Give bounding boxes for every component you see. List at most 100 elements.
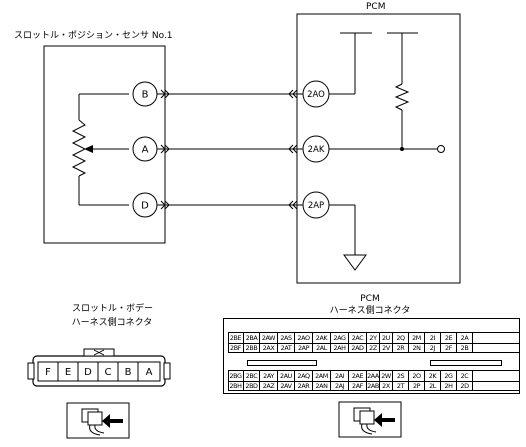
pcm-connector-pin: 2BG [228, 371, 244, 381]
left-pin-f: F [45, 367, 51, 378]
pcm-connector-pin: 2AG [331, 333, 349, 343]
sensor-pin-d-label: D [141, 201, 149, 212]
pcm-connector-pin: 2E [441, 333, 457, 343]
pcm-connector-pin: 2X [380, 380, 393, 391]
pcm-connector-pin: 2BD [244, 380, 260, 391]
pcm-connector-pin: 2AS [278, 333, 295, 343]
pcm-connector-pin: 2Q [393, 333, 409, 343]
pcm-connector-pin: 2AK [313, 333, 331, 343]
right-connector-title-2: ハーネス側コネクタ [329, 306, 411, 316]
pcm-connector-pin: 2AP [295, 342, 313, 353]
pcm-connector-pin: 2AF [349, 380, 367, 391]
pcm-connector-pin: 2AB [367, 380, 380, 391]
pcm-pin-2ap-label: 2AP [308, 201, 324, 211]
left-pin-b: B [125, 367, 132, 378]
pcm-connector-pin: 2B [457, 342, 473, 353]
pcm-connector-pin: 2AU [278, 371, 295, 381]
left-pin-d: D [84, 367, 92, 378]
pcm-connector-pin: 2S [393, 371, 409, 381]
pcm-connector-pin: 2J [425, 342, 441, 353]
pcm-connector-pin: 2C [457, 371, 473, 381]
pcm-connector-pin: 2AD [349, 342, 367, 353]
pcm-connector-pin: 2AQ [295, 371, 313, 381]
pcm-connector-pin: 2AR [295, 380, 313, 391]
pcm-connector-pin: 2AT [278, 342, 295, 353]
pcm-connector-pin: 2U [380, 333, 393, 343]
pcm-connector-pin: 2AW [260, 333, 278, 343]
plug-icon [66, 402, 130, 439]
pcm-connector-pin: 2AC [349, 333, 367, 343]
pcm-connector-pin: 2AA [367, 371, 380, 381]
pcm-connector-key-right [430, 360, 502, 366]
pcm-connector-pin: 2BH [228, 380, 244, 391]
pcm-internal-circuit [329, 32, 437, 271]
pcm-connector-pin: 2BA [244, 333, 260, 343]
sensor-box [43, 45, 166, 244]
sensor-pin-b-label: B [142, 90, 149, 101]
left-pin-a: A [146, 367, 153, 378]
pcm-connector-lower-block [228, 370, 520, 391]
right-connector-title-1: PCM [360, 294, 380, 304]
pcm-connector-pin: 2AX [260, 342, 278, 353]
left-pin-e: E [65, 367, 71, 378]
pcm-connector-pin: 2P [409, 380, 425, 391]
pcm-connector-pin: 2AY [260, 371, 278, 381]
pcm-connector-pin: 2Y [367, 333, 380, 343]
pcm-connector-pin: 2BE [228, 333, 244, 343]
pcm-pin-2ao-label: 2AO [307, 90, 325, 100]
pcm-connector-key-left [247, 360, 317, 366]
pcm-connector-pin: 2K [425, 371, 441, 381]
pcm-connector-pin: 2BC [244, 371, 260, 381]
pcm-connector-pin: 2W [380, 371, 393, 381]
pcm-connector-pin: 2T [393, 380, 409, 391]
pcm-connector-pin: 2BF [228, 342, 244, 353]
left-connector-title-1: スロットル・ボデー [72, 304, 154, 314]
wiper-arrow [84, 145, 93, 153]
pcm-connector-pin: 2V [380, 342, 393, 353]
junction-dot [400, 147, 404, 151]
pcm-connector-pin: 2AO [295, 333, 313, 343]
pcm-connector-pin: 2M [409, 333, 425, 343]
pcm-connector-pin: 2H [441, 380, 457, 391]
sensor-pin-a-label: A [142, 145, 149, 156]
pcm-connector-pin: 2I [425, 333, 441, 343]
connector-marks [160, 89, 298, 210]
pcm-connector-pin: 2R [393, 342, 409, 353]
sensor-title: スロットル・ポジション・センサ No.1 [14, 31, 173, 41]
pcm-connector-pin: 2A [457, 333, 473, 343]
pcm-connector-pin: 2AN [313, 380, 331, 391]
pcm-connector-pin: 2L [425, 380, 441, 391]
pcm-connector-pin: 2O [409, 371, 425, 381]
wires [157, 93, 303, 206]
pcm-connector-pin: 2AL [313, 342, 331, 353]
pcm-connector-pin: 2AI [331, 371, 349, 381]
pcm-connector-pin: 2Z [367, 342, 380, 353]
pcm-connector-pin: 2AV [278, 380, 295, 391]
pcm-connector-pin: 2BB [244, 342, 260, 353]
pcm-connector-pin: 2N [409, 342, 425, 353]
pcm-connector-pin: 2D [457, 380, 473, 391]
pcm-connector-pin: 2AJ [331, 380, 349, 391]
signal-terminal [437, 145, 445, 153]
pcm-connector-pin: 2F [441, 342, 457, 353]
pcm-connector-pin: 2G [441, 371, 457, 381]
plug-icon [338, 401, 402, 438]
pcm-connector-upper-block [228, 332, 520, 353]
pcm-connector-frame [223, 318, 520, 394]
left-pin-c: C [105, 367, 112, 378]
pcm-connector-pin: 2AM [313, 371, 331, 381]
left-connector-title-2: ハーネス側コネクタ [71, 318, 153, 328]
pcm-connector-pin: 2AH [331, 342, 349, 353]
pcm-pin-2ak-label: 2AK [308, 145, 325, 155]
pcm-title: PCM [366, 2, 386, 12]
pcm-connector-pin: 2AE [349, 371, 367, 381]
pcm-connector-pin: 2AZ [260, 380, 278, 391]
